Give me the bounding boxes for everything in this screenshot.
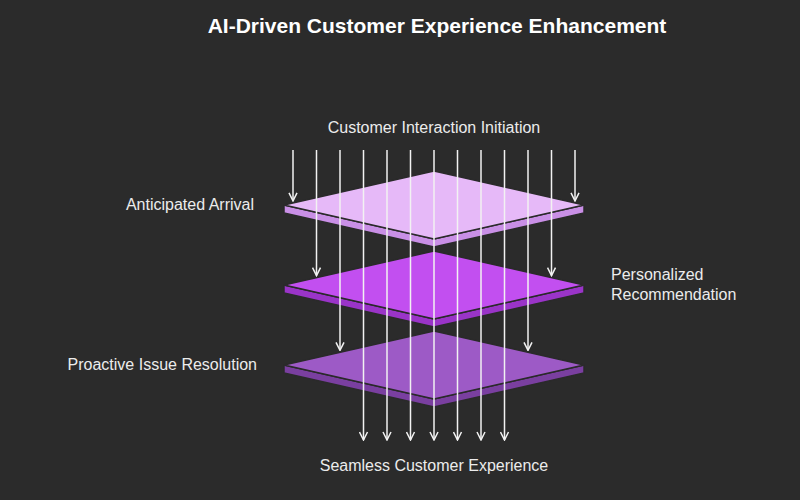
flow-arrow <box>574 150 576 201</box>
flow-label: Seamless Customer Experience <box>320 456 549 476</box>
flow-arrow <box>551 150 553 276</box>
flow-arrow <box>363 150 365 440</box>
flow-arrow <box>527 150 529 350</box>
flow-arrow <box>410 150 412 440</box>
layer-label: Personalized Recommendation <box>611 265 787 305</box>
flow-arrow <box>433 150 435 440</box>
flow-arrow <box>339 150 341 350</box>
diagram-title: AI-Driven Customer Experience Enhancemen… <box>208 16 667 36</box>
layer-label: Anticipated Arrival <box>126 195 254 215</box>
flow-arrow <box>457 150 459 440</box>
layer-label: Proactive Issue Resolution <box>68 355 257 375</box>
flow-arrow <box>504 150 506 440</box>
flow-arrow <box>386 150 388 440</box>
flow-label: Customer Interaction Initiation <box>328 118 541 138</box>
flow-arrow <box>292 150 294 201</box>
flow-arrow <box>316 150 318 276</box>
flow-arrow <box>480 150 482 440</box>
